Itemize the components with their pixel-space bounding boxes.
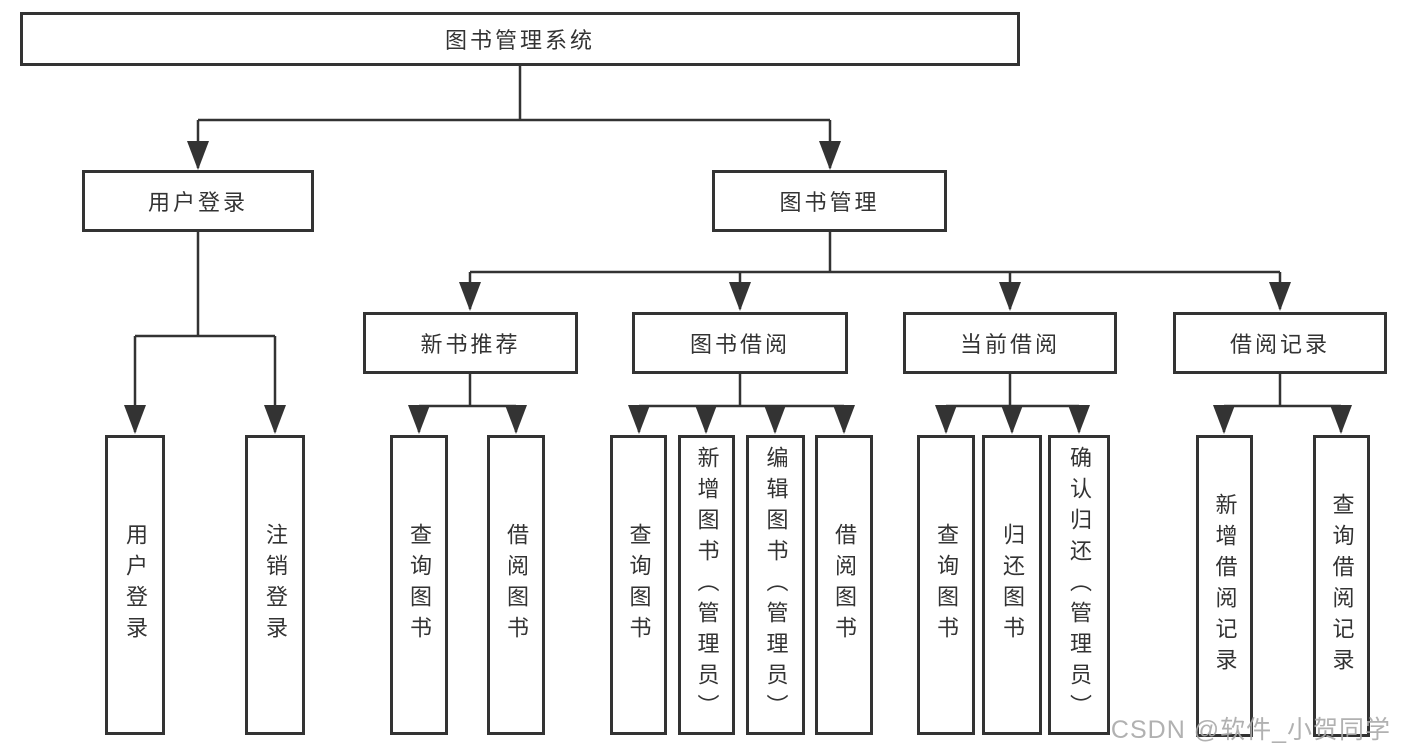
node-leaf-query-books-recommend: 查询图书 bbox=[390, 435, 448, 735]
node-label: 图书管理系统 bbox=[444, 28, 595, 53]
node-label: 新增图书（管理员） bbox=[694, 445, 720, 725]
node-leaf-confirm-return-admin: 确认归还（管理员） bbox=[1048, 435, 1110, 735]
node-book-management-branch: 图书管理 bbox=[712, 170, 947, 232]
node-new-book-recommend: 新书推荐 bbox=[363, 312, 578, 374]
node-label: 编辑图书（管理员） bbox=[763, 445, 789, 725]
node-user-login-branch: 用户登录 bbox=[82, 170, 314, 232]
node-label: 查询图书 bbox=[626, 523, 652, 647]
node-leaf-user-login: 用户登录 bbox=[105, 435, 165, 735]
node-leaf-query-books-current: 查询图书 bbox=[917, 435, 975, 735]
node-label: 图书借阅 bbox=[689, 332, 790, 357]
node-current-borrowing: 当前借阅 bbox=[903, 312, 1117, 374]
node-label: 查询借阅记录 bbox=[1329, 493, 1355, 679]
node-label: 图书管理 bbox=[779, 190, 880, 215]
node-leaf-query-borrow-record: 查询借阅记录 bbox=[1313, 435, 1370, 737]
node-label: 新增借阅记录 bbox=[1212, 493, 1238, 679]
node-borrowing-records: 借阅记录 bbox=[1173, 312, 1387, 374]
node-leaf-add-books-admin: 新增图书（管理员） bbox=[678, 435, 735, 735]
node-label: 当前借阅 bbox=[959, 332, 1060, 357]
node-label: 借阅记录 bbox=[1229, 332, 1330, 357]
csdn-watermark: CSDN @软件_小贺同学 bbox=[1110, 716, 1391, 744]
node-label: 确认归还（管理员） bbox=[1067, 445, 1092, 725]
node-label: 查询图书 bbox=[934, 523, 959, 647]
node-label: 借阅图书 bbox=[504, 523, 529, 647]
node-label: 注销登录 bbox=[263, 523, 288, 647]
node-leaf-add-borrow-record: 新增借阅记录 bbox=[1196, 435, 1253, 737]
node-leaf-edit-books-admin: 编辑图书（管理员） bbox=[746, 435, 805, 735]
node-book-borrowing: 图书借阅 bbox=[632, 312, 848, 374]
node-leaf-borrow-books-recommend: 借阅图书 bbox=[487, 435, 545, 735]
node-label: 用户登录 bbox=[123, 523, 148, 647]
node-leaf-query-books-borrowing: 查询图书 bbox=[610, 435, 667, 735]
arrowheads bbox=[124, 141, 1352, 434]
node-label: 查询图书 bbox=[407, 523, 432, 647]
node-leaf-logout: 注销登录 bbox=[245, 435, 305, 735]
node-label: 归还图书 bbox=[1000, 523, 1025, 647]
node-leaf-borrow-books-borrowing: 借阅图书 bbox=[815, 435, 873, 735]
node-label: 用户登录 bbox=[147, 190, 248, 215]
node-label: 新书推荐 bbox=[420, 332, 521, 357]
node-label: 借阅图书 bbox=[832, 523, 857, 647]
node-leaf-return-books: 归还图书 bbox=[982, 435, 1042, 735]
node-root-system: 图书管理系统 bbox=[20, 12, 1020, 66]
